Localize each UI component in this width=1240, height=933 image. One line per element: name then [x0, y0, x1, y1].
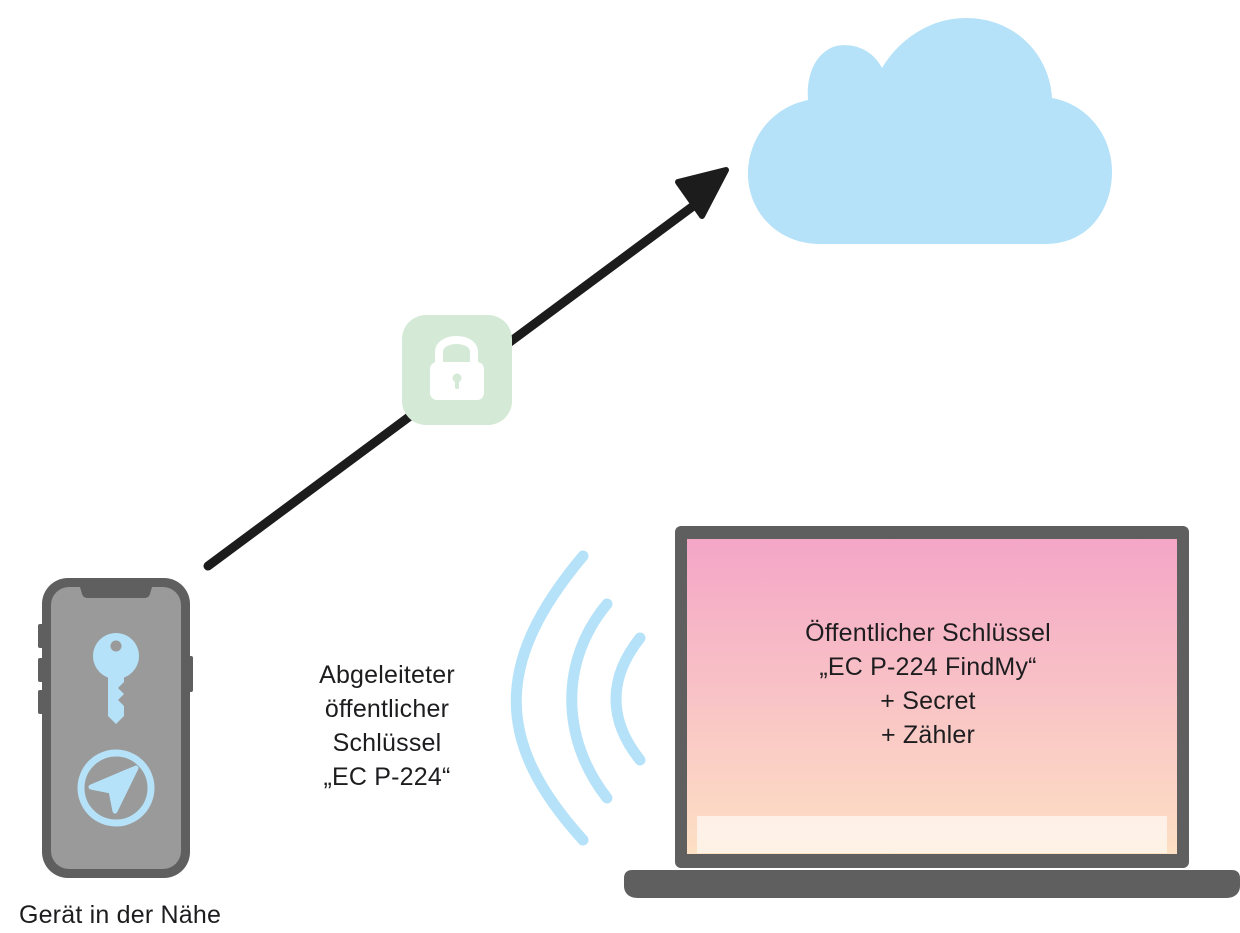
screen-line-4: + Zähler — [880, 721, 975, 749]
screen-line-3: + Secret — [880, 687, 976, 715]
device-label-text: Gerät in der Nähe — [18, 901, 222, 929]
screen-line-1: Öffentlicher Schlüssel — [805, 619, 1051, 647]
macbook-icon — [624, 526, 1240, 898]
laptop-base — [624, 870, 1240, 898]
derived-key-line-4: „EC P-224“ — [323, 763, 451, 791]
derived-key-label: Abgeleiteter öffentlicher Schlüssel „EC … — [262, 658, 512, 794]
lock-icon — [402, 315, 512, 425]
derived-key-line-2: öffentlicher — [324, 695, 450, 723]
screen-line-2: „EC P-224 FindMy“ — [819, 653, 1037, 681]
location-arrow-icon — [77, 749, 155, 827]
broadcast-waves-icon — [510, 550, 646, 846]
derived-key-line-1: Abgeleiteter — [319, 661, 455, 689]
laptop-dock — [697, 816, 1167, 853]
key-icon — [93, 633, 139, 724]
device-label: Gerät in der Nähe — [0, 898, 240, 932]
cloud-icon — [748, 18, 1112, 244]
laptop-screen-label: Öffentlicher Schlüssel „EC P-224 FindMy“… — [716, 616, 1140, 752]
iphone-icon — [38, 578, 193, 878]
laptop-screen — [687, 539, 1177, 854]
derived-key-line-3: Schlüssel — [332, 729, 442, 757]
